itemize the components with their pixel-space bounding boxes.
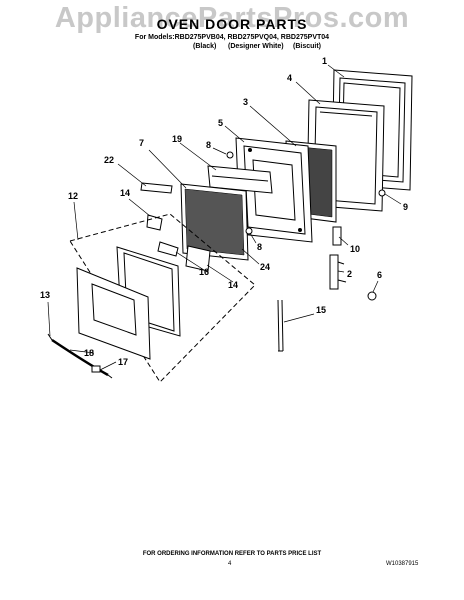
part-handle-end xyxy=(91,365,101,373)
watermark: AppliancePartsPros.com xyxy=(54,2,410,34)
callout-15: 15 xyxy=(316,305,327,315)
ordering-info: FOR ORDERING INFORMATION REFER TO PARTS … xyxy=(142,551,322,557)
part-heat-shield xyxy=(207,165,273,194)
part-hinge-slot xyxy=(332,226,342,246)
callout-4: 4 xyxy=(287,73,293,83)
callout-22: 22 xyxy=(104,155,115,165)
color-variants: (Black) (Designer White) (Biscuit) xyxy=(0,43,464,53)
callout-16: 16 xyxy=(199,267,210,277)
part-hinge xyxy=(329,254,347,290)
variant-designer-white: (Designer White) xyxy=(228,43,284,50)
callout-1: 1 xyxy=(322,56,328,66)
callout-24: 24 xyxy=(260,262,271,272)
callout-8-lower: 8 xyxy=(257,242,263,252)
variant-black: (Black) xyxy=(193,43,217,50)
document-number: W10387915 xyxy=(386,561,419,567)
callout-19: 19 xyxy=(172,134,183,144)
page-title: OVEN DOOR PARTS xyxy=(156,16,308,32)
part-screw-6 xyxy=(367,291,377,301)
part-glass-clip xyxy=(140,182,173,194)
page-number: 4 xyxy=(228,561,232,567)
callout-9: 9 xyxy=(403,202,409,212)
part-hinge-rod xyxy=(277,299,284,352)
callout-6: 6 xyxy=(377,270,383,280)
callout-10: 10 xyxy=(350,244,361,254)
callout-2: 2 xyxy=(347,269,353,279)
part-door-panels xyxy=(76,246,181,360)
callout-5: 5 xyxy=(218,118,224,128)
part-bracket-lower xyxy=(185,245,211,272)
models-line: For Models:RBD275PVB04, RBD275PVQ04, RBD… xyxy=(134,34,330,41)
part-door-liner xyxy=(235,137,313,243)
callout-12: 12 xyxy=(68,191,79,201)
callout-17: 17 xyxy=(118,357,129,367)
part-screw-8-lower xyxy=(245,227,253,235)
part-screw-9 xyxy=(378,189,386,197)
callout-14-lower: 14 xyxy=(228,280,239,290)
part-screw-8-upper xyxy=(226,151,234,159)
part-clip-16 xyxy=(157,241,179,257)
callout-18: 18 xyxy=(84,348,95,358)
callout-7: 7 xyxy=(139,138,145,148)
callout-13: 13 xyxy=(40,290,51,300)
leader-lines xyxy=(47,64,402,371)
callout-8-upper: 8 xyxy=(206,140,212,150)
variant-biscuit: (Biscuit) xyxy=(293,43,321,50)
part-handle xyxy=(47,333,113,379)
part-inner-glass xyxy=(180,183,249,261)
callout-3: 3 xyxy=(243,97,249,107)
callout-14-upper: 14 xyxy=(120,188,131,198)
